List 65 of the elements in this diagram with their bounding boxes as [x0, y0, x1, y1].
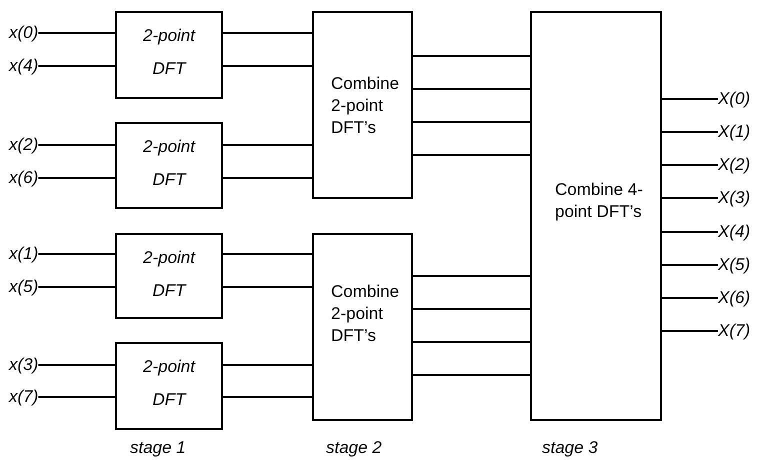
signal-line — [222, 144, 313, 146]
input-signal-label: x(3) — [9, 354, 38, 376]
signal-line — [661, 297, 718, 299]
signal-line — [38, 32, 116, 34]
signal-line — [661, 330, 718, 332]
signal-line — [412, 374, 531, 376]
input-signal-label: x(5) — [9, 276, 38, 298]
signal-line — [661, 131, 718, 133]
output-signal-label: X(3) — [718, 187, 750, 209]
signal-line — [412, 275, 531, 277]
block-label: 2-point DFT — [142, 136, 196, 191]
input-signal-label: x(7) — [9, 386, 38, 408]
signal-line — [38, 253, 116, 255]
block-label: Combine 2-point DFT’s — [331, 281, 400, 347]
output-signal-label: X(2) — [718, 154, 750, 176]
input-signal-label: x(0) — [9, 22, 38, 44]
signal-line — [661, 164, 718, 166]
input-signal-label: x(1) — [9, 243, 38, 265]
combine-block — [312, 233, 413, 421]
dft-block — [115, 233, 223, 319]
stage-label: stage 3 — [542, 438, 598, 458]
signal-line — [412, 55, 531, 57]
signal-line — [661, 98, 718, 100]
stage-label: stage 1 — [130, 438, 186, 458]
signal-line — [222, 65, 313, 67]
block-label: 2-point DFT — [142, 25, 196, 80]
input-signal-label: x(6) — [9, 167, 38, 189]
stage-label: stage 2 — [326, 438, 382, 458]
signal-line — [222, 364, 313, 366]
combine-block — [312, 11, 413, 199]
block-label: Combine 2-point DFT’s — [331, 73, 400, 139]
signal-line — [38, 65, 116, 67]
input-signal-label: x(2) — [9, 134, 38, 156]
signal-line — [661, 264, 718, 266]
block-label: 2-point DFT — [142, 356, 196, 411]
signal-line — [222, 396, 313, 398]
input-signal-label: x(4) — [9, 55, 38, 77]
signal-line — [661, 231, 718, 233]
output-signal-label: X(7) — [718, 320, 750, 342]
block-label: Combine 4-point DFT’s — [555, 179, 644, 223]
signal-line — [412, 341, 531, 343]
signal-line — [38, 364, 116, 366]
combine-block — [530, 11, 662, 421]
signal-line — [38, 286, 116, 288]
output-signal-label: X(4) — [718, 221, 750, 243]
dft-block — [115, 11, 223, 99]
signal-line — [222, 286, 313, 288]
output-signal-label: X(0) — [718, 88, 750, 110]
signal-line — [412, 121, 531, 123]
signal-line — [38, 177, 116, 179]
signal-line — [661, 197, 718, 199]
signal-line — [222, 253, 313, 255]
output-signal-label: X(1) — [718, 121, 750, 143]
signal-line — [222, 177, 313, 179]
dft-block — [115, 122, 223, 209]
block-label: 2-point DFT — [142, 247, 196, 302]
output-signal-label: X(6) — [718, 287, 750, 309]
signal-line — [38, 396, 116, 398]
dft-block — [115, 342, 223, 430]
signal-line — [38, 144, 116, 146]
signal-line — [222, 32, 313, 34]
signal-line — [412, 154, 531, 156]
signal-line — [412, 308, 531, 310]
output-signal-label: X(5) — [718, 254, 750, 276]
signal-line — [412, 88, 531, 90]
